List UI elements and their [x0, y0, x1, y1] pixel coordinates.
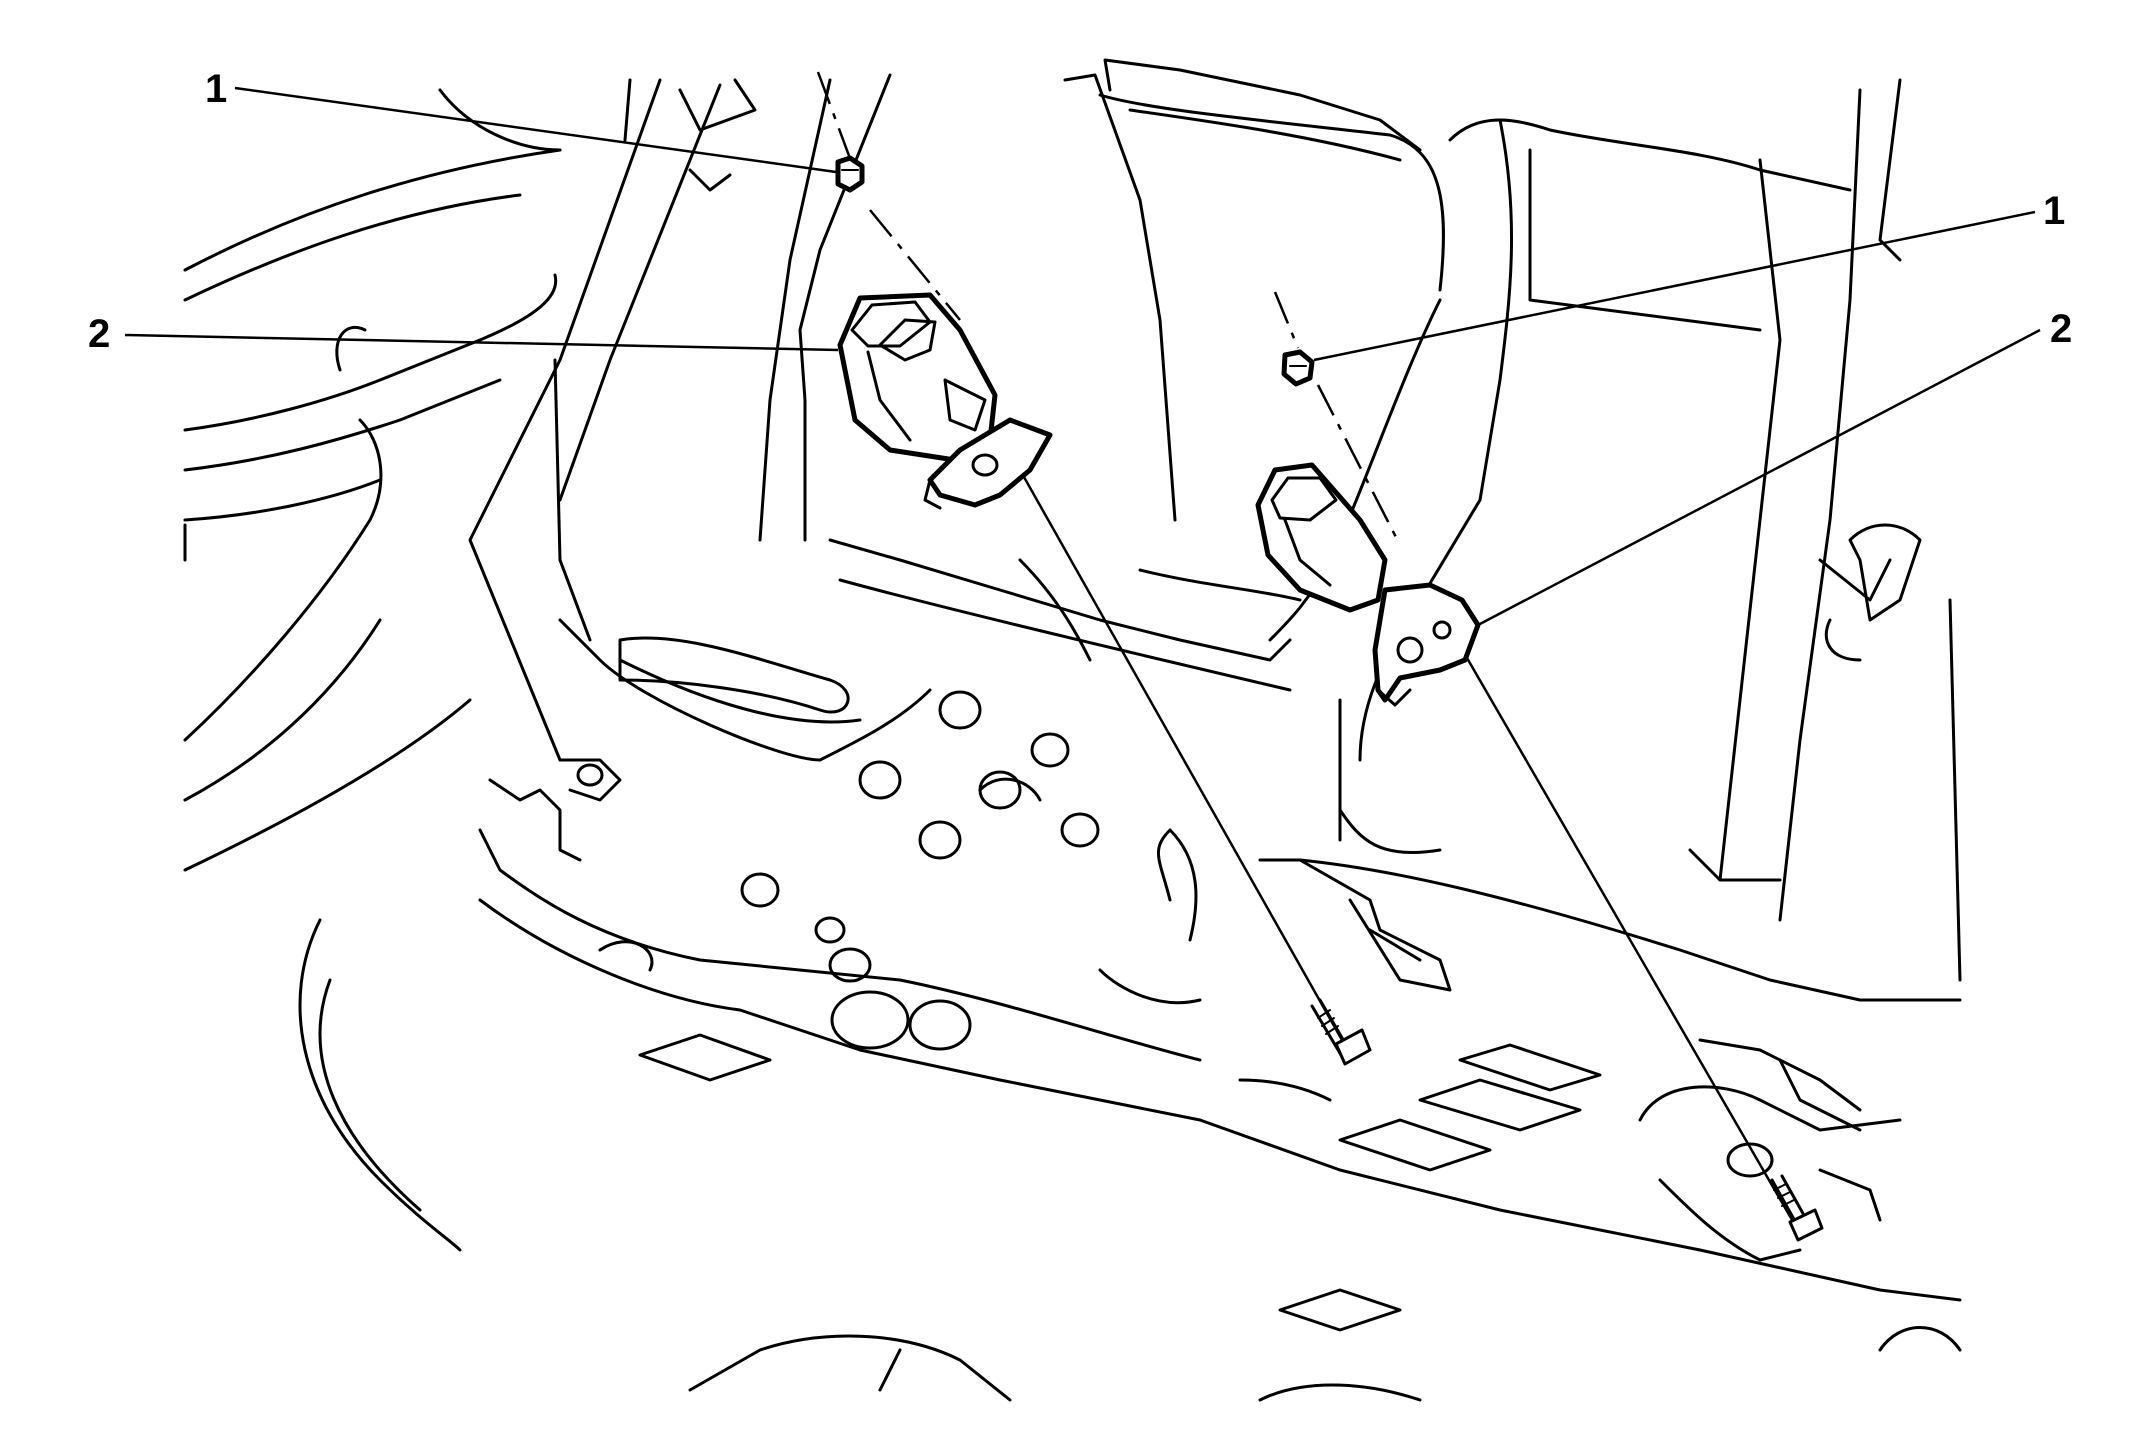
callout-label-nut-right: 1 — [2043, 189, 2065, 233]
anchor-bolt-right — [1770, 1174, 1824, 1242]
buckle-left — [837, 292, 1053, 510]
callout-label-buckle-right: 2 — [2050, 307, 2072, 351]
vehicle-interior-linework — [183, 58, 1962, 1402]
installation-axis-lines — [816, 71, 1797, 1226]
anchor-bolt-left — [1310, 998, 1372, 1066]
nut-right — [1281, 349, 1315, 387]
callout-labels: 1 1 2 2 — [88, 67, 2072, 356]
callout-label-nut-left: 1 — [205, 67, 227, 111]
buckle-right — [1255, 462, 1481, 707]
callout-label-buckle-left: 2 — [88, 312, 110, 356]
nut-left — [835, 155, 865, 193]
callout-leaders — [124, 86, 2041, 627]
